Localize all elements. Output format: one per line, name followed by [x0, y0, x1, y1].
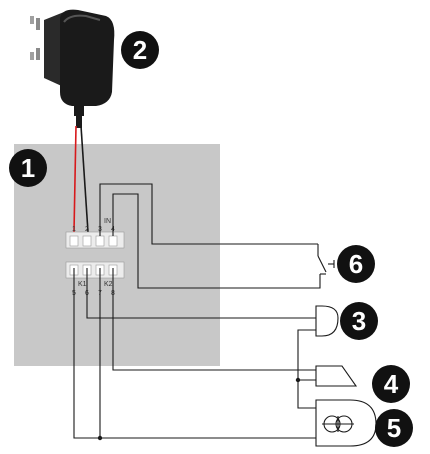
svg-text:4: 4 — [384, 369, 399, 399]
terminal-1-label: 1 — [72, 226, 76, 233]
badge-6: 6 — [337, 245, 375, 283]
wire-in4-switch — [112, 193, 321, 289]
wire-junction-common — [295, 377, 301, 383]
wire-k1-5 — [73, 268, 316, 439]
badge-5: 5 — [375, 409, 413, 447]
badge-2: 2 — [121, 31, 159, 69]
svg-text:3: 3 — [352, 306, 366, 336]
badge-1: 1 — [9, 149, 47, 187]
wire-junction-k2 — [97, 435, 103, 441]
wire-common-return — [297, 329, 316, 409]
wire-k2-8 — [112, 268, 316, 371]
horn-symbol — [315, 305, 339, 337]
power-cable-black — [80, 125, 89, 233]
terminal-group-k2: K2 — [104, 281, 113, 288]
power-adapter — [30, 9, 115, 128]
svg-text:2: 2 — [133, 35, 147, 65]
badge-3: 3 — [340, 302, 378, 340]
svg-text:1: 1 — [21, 153, 35, 183]
terminal-group-k1: K1 — [78, 281, 87, 288]
svg-text:5: 5 — [387, 413, 401, 443]
wire-in3-switch — [99, 183, 318, 245]
svg-text:6: 6 — [349, 249, 363, 279]
wire-k1-6 — [86, 268, 316, 319]
controller-panel — [14, 144, 220, 366]
bell-symbol — [315, 399, 377, 447]
badge-4: 4 — [372, 365, 410, 403]
terminal-2-label: 2 — [85, 226, 89, 233]
siren-symbol — [315, 365, 358, 387]
power-cable-red — [73, 125, 77, 233]
terminal-group-in: IN — [104, 218, 111, 225]
switch-contact — [317, 244, 335, 275]
